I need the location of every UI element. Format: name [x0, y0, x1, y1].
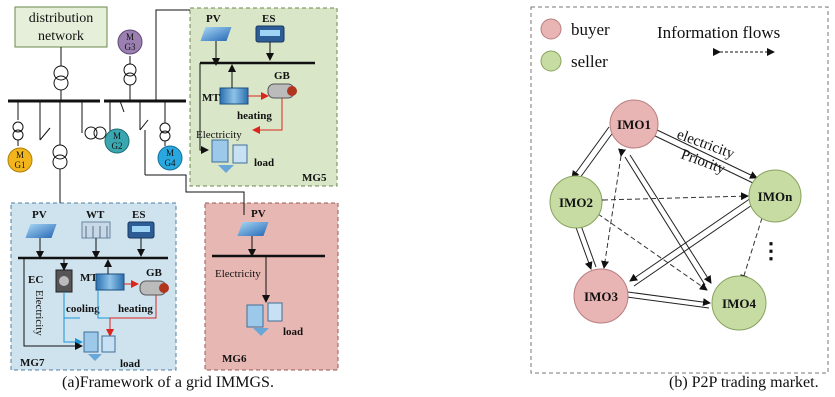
- mg5-es-label: ES: [262, 13, 275, 25]
- buyer-legend-icon: [540, 18, 562, 40]
- node-imo1-label: IMO1: [617, 117, 651, 132]
- mg7-name: MG7: [20, 357, 45, 369]
- left-diagram: distribution network M G1: [7, 6, 339, 371]
- mg5-load-icon: [211, 139, 229, 163]
- mg6-contents: PV Electricity load MG6: [212, 208, 325, 365]
- right-diagram: buyer seller Information flows: [530, 6, 829, 374]
- mg5-mt-label: MT: [202, 92, 220, 104]
- node-imo2: IMO2: [549, 175, 603, 229]
- mg7-load-label: load: [120, 358, 140, 370]
- mg7-ec-label: EC: [28, 274, 43, 286]
- mg7-contents: PV WT ES EC MT GB coolin: [18, 209, 169, 370]
- mg5-electricity-label: Electricity: [196, 129, 242, 141]
- buyer-legend-label: buyer: [571, 20, 610, 39]
- distribution-network-line1: distribution: [29, 11, 94, 26]
- information-edges: [589, 148, 768, 291]
- mg6-name: MG6: [222, 353, 247, 365]
- mg2-label: M: [113, 131, 121, 141]
- mg5-heating-label: heating: [237, 110, 272, 122]
- mg6-load-label: load: [283, 326, 303, 338]
- node-imo2-label: IMO2: [559, 195, 593, 210]
- mg6-region: [204, 202, 339, 371]
- mg2-label-2: G2: [112, 141, 123, 151]
- mg2-node: [104, 128, 130, 154]
- mg7-load-icon: [83, 331, 99, 353]
- mg6-pv-label: PV: [251, 208, 266, 220]
- mg7-pv-icon: [25, 224, 57, 238]
- mg7-cooling-label: cooling: [66, 303, 100, 315]
- mg3-node: [117, 29, 143, 55]
- mg6-load-icon: [246, 304, 264, 328]
- mg4-node: [157, 145, 183, 171]
- mg5-gb-label: GB: [274, 70, 291, 82]
- mg7-pv-label: PV: [32, 209, 47, 221]
- mg1-label-2: G1: [15, 160, 26, 170]
- more-nodes-ellipsis: ⋮: [760, 238, 782, 263]
- node-imon-label: IMOn: [758, 189, 793, 204]
- right-caption: (b) P2P trading market.: [669, 374, 819, 391]
- mg7-gb-label: GB: [146, 267, 163, 279]
- mg7-wt-label: WT: [86, 209, 105, 221]
- mg6-pv-icon: [237, 222, 269, 236]
- mg7-heating-label: heating: [118, 303, 153, 315]
- node-imo4-label: IMO4: [722, 296, 756, 311]
- seller-legend-icon: [540, 50, 562, 72]
- node-imo1: IMO1: [609, 99, 659, 149]
- mg7-mt-label: MT: [80, 272, 98, 284]
- seller-legend-label: seller: [571, 52, 608, 71]
- mg5-load-label: load: [254, 157, 274, 169]
- node-imo3: IMO3: [573, 268, 629, 324]
- mg3-label: M: [126, 32, 134, 42]
- node-imo4: IMO4: [711, 275, 767, 331]
- p2p-market-frame: [530, 6, 829, 374]
- distribution-network-box: [14, 6, 108, 48]
- mg1-label: M: [16, 150, 24, 160]
- mg5-pv-icon: [200, 27, 232, 41]
- left-caption: (a)Framework of a grid IMMGS.: [62, 374, 274, 391]
- mg5-mt-icon: [219, 87, 249, 105]
- mg5-contents: PV ES MT GB heating Electricity load MG5: [196, 13, 327, 184]
- information-flows-label: Information flows: [657, 23, 780, 42]
- main-transformer-icon: [53, 65, 69, 81]
- mg7-electricity-label: Electricity: [33, 290, 45, 336]
- mg4-label-2: G4: [165, 158, 176, 168]
- mg5-pv-label: PV: [206, 13, 221, 25]
- distribution-network-line2: network: [38, 29, 84, 44]
- mg5-name: MG5: [302, 172, 327, 184]
- mg7-es-label: ES: [132, 209, 145, 221]
- node-imon: IMOn: [748, 169, 802, 223]
- mg4-label: M: [166, 148, 174, 158]
- node-imo3-label: IMO3: [584, 289, 618, 304]
- mg6-electricity-label: Electricity: [215, 268, 261, 280]
- mg3-label-2: G3: [125, 42, 136, 52]
- mg7-mt-icon: [95, 273, 125, 291]
- mg1-node: [7, 147, 33, 173]
